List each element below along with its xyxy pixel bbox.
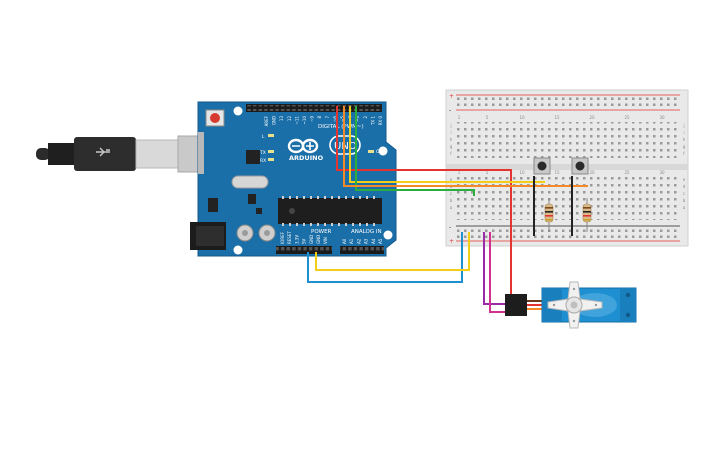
pin-label: 8 — [317, 116, 322, 119]
breadboard-column-number: 25 — [624, 170, 630, 175]
pin-label: 5V — [302, 238, 307, 244]
breadboard-row-letter: g — [683, 144, 686, 149]
wire-orange-pin — [343, 106, 456, 187]
pin-label: RX 0 — [378, 116, 383, 126]
board-tx-label: TX — [259, 150, 266, 156]
wire-red-5v — [336, 106, 512, 296]
rail-plus-top: + — [449, 93, 454, 100]
resistor-1 — [544, 198, 554, 232]
rail-minus-bottom: - — [449, 224, 451, 231]
servo-icon — [505, 281, 637, 329]
breadboard-row-letter: j — [449, 123, 451, 128]
breadboard-column-number: 5 — [486, 115, 489, 120]
breadboard-row-letter: b — [683, 198, 686, 203]
pushbutton-2[interactable] — [571, 157, 589, 175]
breadboard-row-letter: c — [683, 191, 685, 196]
board-on-label: ON — [376, 149, 383, 155]
breadboard-row-letter: g — [450, 144, 453, 149]
breadboard-row-letter: b — [450, 198, 453, 203]
breadboard-column-number: 10 — [519, 115, 525, 120]
wire-magenta-signal — [489, 232, 506, 313]
breadboard-column-number: 30 — [659, 170, 665, 175]
pushbutton-1[interactable] — [533, 157, 551, 175]
board-rx-label: RX — [260, 158, 266, 164]
breadboard-column-number: 1 — [458, 115, 461, 120]
breadboard-row-letter: f — [450, 151, 452, 156]
pin-label: RESET — [287, 231, 292, 244]
pin-label: GND — [272, 116, 277, 125]
pin-label: 13 — [279, 116, 284, 122]
pin-label: A1 — [349, 238, 354, 244]
breadboard-row-letter: h — [683, 137, 686, 142]
board-power-label: POWER — [311, 229, 332, 235]
rail-plus-bottom: + — [449, 238, 454, 245]
pin-label: ~10 — [302, 116, 307, 125]
wire-green-pin — [355, 106, 475, 196]
pin-label: A3 — [364, 238, 369, 244]
breadboard-row-letter: j — [682, 123, 684, 128]
wire-yellow-vin — [315, 232, 470, 271]
breadboard-row-letter: a — [450, 205, 453, 210]
breadboard-row-letter: e — [683, 177, 686, 182]
breadboard-row-letter: h — [450, 137, 453, 142]
pin-label: 3.3V — [294, 235, 299, 244]
breadboard-row-letter: i — [450, 130, 451, 135]
pin-label: GND — [316, 235, 321, 244]
breadboard-column-number: 10 — [519, 170, 525, 175]
pin-label: ~6 — [332, 116, 337, 122]
pin-label: ~9 — [310, 116, 315, 122]
breadboard-row-letter: d — [683, 184, 686, 189]
pin-label: A2 — [356, 238, 361, 244]
board-l-label: L — [262, 134, 265, 140]
arduino-board — [190, 101, 397, 257]
pin-label: A0 — [342, 238, 347, 244]
pin-label: 2 — [363, 116, 368, 119]
breadboard-column-number: 20 — [589, 170, 595, 175]
pin-label: VIN — [323, 237, 328, 244]
breadboard-row-letter: e — [450, 177, 453, 182]
wire-blue-gnd — [307, 232, 463, 283]
board-brand-label: ARDUINO — [289, 154, 324, 162]
breadboard-column-number: 15 — [554, 115, 560, 120]
rail-minus-top: - — [449, 107, 451, 114]
pin-label: ~11 — [294, 116, 299, 125]
breadboard-column-number: 20 — [589, 115, 595, 120]
wire-yellow-pin — [349, 106, 545, 183]
breadboard-row-letter: f — [683, 151, 685, 156]
pin-label: A5 — [378, 238, 383, 244]
resistor-2 — [582, 198, 592, 232]
pin-label: GND — [309, 235, 314, 244]
board-analog-label: ANALOG IN — [351, 229, 382, 235]
wires — [307, 106, 588, 313]
breadboard-column-number: 25 — [624, 115, 630, 120]
board-model-label: UNO — [334, 141, 357, 152]
pin-label: TX 1 — [370, 116, 375, 126]
breadboard — [445, 89, 689, 247]
breadboard-row-letter: a — [683, 205, 686, 210]
pin-label: A4 — [371, 238, 376, 244]
servo-motor[interactable] — [505, 281, 637, 329]
breadboard-column-number: 5 — [486, 170, 489, 175]
breadboard-row-letter: c — [450, 191, 452, 196]
breadboard-column-number: 15 — [554, 170, 560, 175]
board-digital-label: DIGITAL (PWM~) — [318, 124, 364, 130]
breadboard-column-number: 1 — [458, 170, 461, 175]
pin-label: ~5 — [340, 116, 345, 122]
pin-label: 7 — [325, 116, 330, 119]
pin-label: IOREF — [280, 231, 285, 244]
breadboard-column-number: 30 — [659, 115, 665, 120]
pin-label: ~3 — [355, 116, 360, 122]
breadboard-row-letter: i — [683, 130, 684, 135]
arduino-logo — [287, 138, 319, 154]
usb-cable-icon — [36, 135, 203, 173]
pin-label: AREF — [264, 115, 269, 126]
pin-label: 12 — [287, 116, 292, 122]
wire-purple-gnd — [483, 232, 506, 305]
